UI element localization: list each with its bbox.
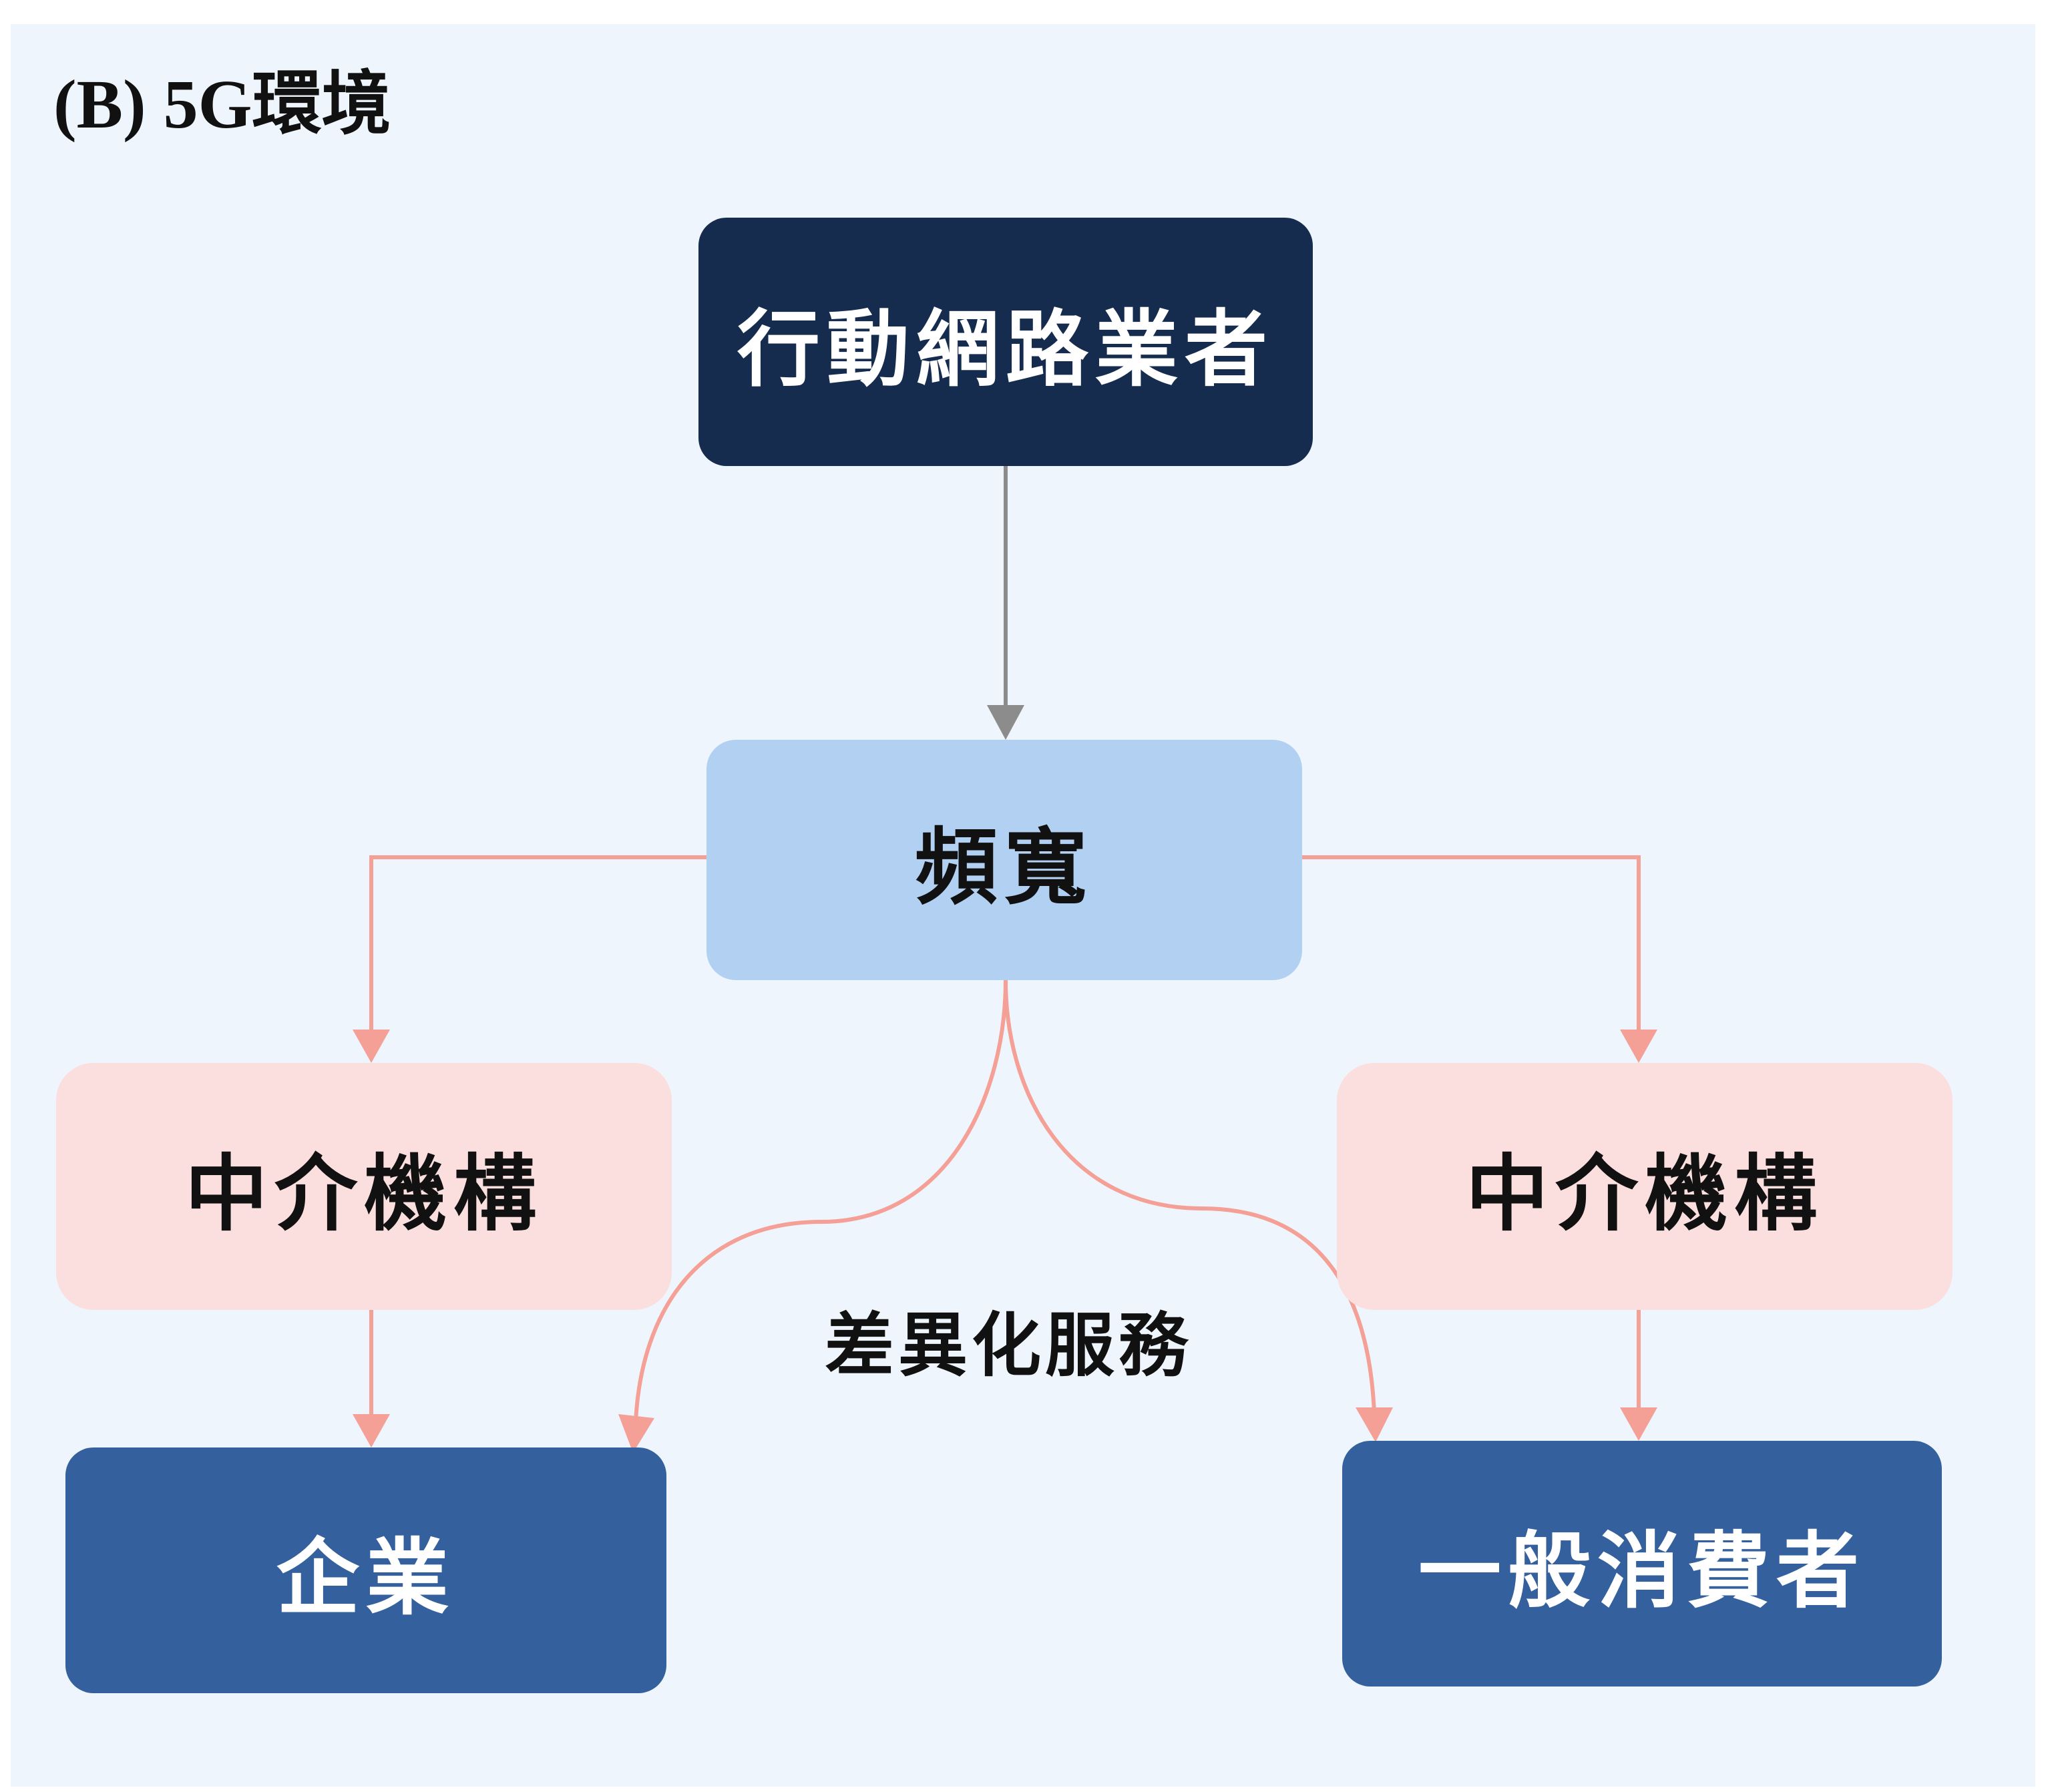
arrow-bandwidth-to-left-intermediary — [369, 855, 706, 1034]
node-intermediary-left: 中介機構 — [56, 1063, 672, 1310]
arrowhead-left-intermediary-to-enterprise — [353, 1414, 390, 1447]
arrowhead-bandwidth-to-consumer — [1356, 1407, 1393, 1442]
arrowhead-right-intermediary-to-consumer — [1620, 1407, 1657, 1441]
diagram-title: (B) 5G環境 — [53, 66, 391, 143]
node-mobile-network-operator: 行動網路業者 — [698, 218, 1313, 466]
node-general-consumer: 一般消費者 — [1342, 1441, 1942, 1687]
edge-label-differentiated-service: 差異化服務 — [824, 1304, 1192, 1386]
arrowhead-bandwidth-to-enterprise — [618, 1414, 654, 1453]
arrowhead-operator-to-bandwidth — [987, 705, 1024, 740]
arrow-bandwidth-to-right-intermediary — [1302, 855, 1641, 1034]
node-intermediary-right: 中介機構 — [1337, 1063, 1953, 1310]
arrowhead-bandwidth-to-right-intermediary — [1620, 1030, 1657, 1063]
curve-bandwidth-to-consumer — [1004, 979, 1376, 1413]
node-bandwidth: 頻寬 — [706, 740, 1302, 980]
node-enterprise: 企業 — [65, 1447, 666, 1693]
arrowhead-bandwidth-to-left-intermediary — [353, 1030, 390, 1063]
curve-bandwidth-to-enterprise — [634, 979, 1008, 1423]
